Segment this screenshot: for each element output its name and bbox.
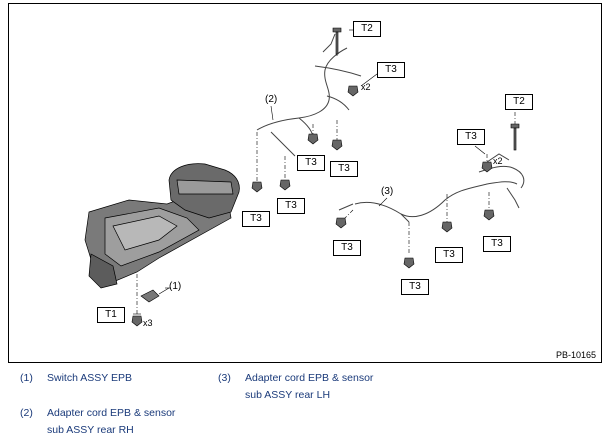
epb-switch [140,287,170,303]
quantity-right: x2 [493,156,503,166]
torque-label-t3-lh-right: T3 [483,236,511,252]
legend-item-3: (3) Adapter cord EPB & sensor sub ASSY r… [218,370,418,406]
torque-label-t3-rh-mid: T3 [297,155,325,171]
legend-text: Adapter cord EPB & sensor [47,407,176,419]
diagram-artwork [84,27,525,327]
quantity-t1: x3 [143,318,153,328]
torque-label-t3-rh-lower: T3 [277,198,305,214]
torque-label-t1: T1 [97,307,125,323]
exploded-diagram: T1 T2 T2 T3 T3 T3 T3 T3 T3 T3 T3 T3 T3 (… [8,3,602,363]
figure-id: PB-10165 [555,350,596,360]
torque-label-t3-right-upper: T3 [457,129,485,145]
callout-lines [133,29,486,315]
t1-bolt [131,274,143,327]
callout-part-1: (1) [169,281,182,292]
callout-part-2: (2) [265,94,278,105]
torque-label-t2-right: T2 [505,94,533,110]
torque-label-t3-rh-right: T3 [330,161,358,177]
torque-label-t2-top: T2 [353,21,381,37]
torque-label-t3-top: T3 [377,62,405,78]
center-console [84,163,240,289]
bolts [251,27,520,269]
quantity-top: x2 [361,82,371,92]
torque-label-t3-lh-left: T3 [333,240,361,256]
legend-item-2: (2) Adapter cord EPB & sensor sub ASSY r… [20,405,220,441]
torque-label-t3-rh-left: T3 [242,211,270,227]
legend-text: Switch ASSY EPB [47,372,133,384]
legend-number: (2) [20,407,33,419]
legend-number: (1) [20,372,33,384]
legend-number: (3) [218,372,231,384]
torque-label-t3-lh-bottom: T3 [401,279,429,295]
legend-item-1: (1) Switch ASSY EPB [20,370,200,388]
legend-text-line-2: sub ASSY rear LH [245,389,331,401]
legend-text: Adapter cord EPB & sensor [245,372,374,384]
legend-text-line-2: sub ASSY rear RH [47,424,134,436]
callout-part-3: (3) [381,186,394,197]
torque-label-t3-lh-mid: T3 [435,247,463,263]
